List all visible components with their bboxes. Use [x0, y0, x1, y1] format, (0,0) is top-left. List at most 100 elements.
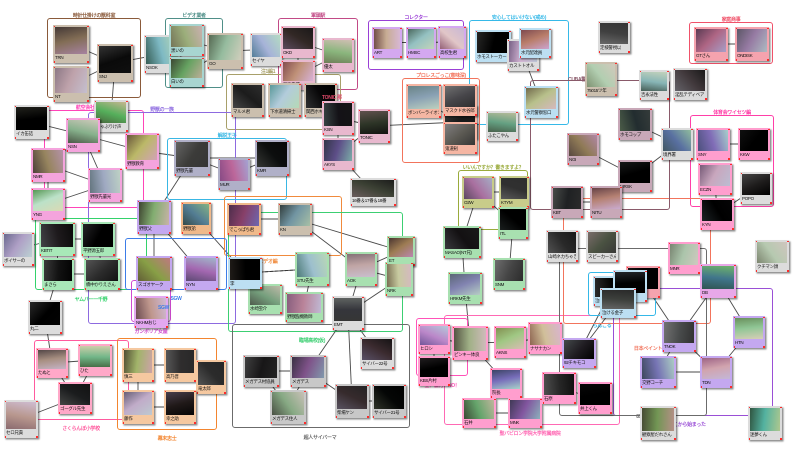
selection-handle-br[interactable] [690, 157, 693, 160]
selection-handle-bl[interactable] [322, 132, 325, 135]
selection-handle-tr[interactable] [259, 257, 262, 260]
selection-handle-bl[interactable] [78, 373, 81, 376]
selection-handle-br[interactable] [729, 385, 732, 388]
selection-handle-br[interactable] [247, 187, 250, 190]
selection-handle-tl[interactable] [519, 28, 522, 31]
selection-handle-tl[interactable] [322, 138, 325, 141]
person-node-n_hita[interactable]: ひた [78, 344, 112, 376]
selection-handle-bl[interactable] [567, 162, 570, 165]
selection-handle-tr[interactable] [479, 272, 482, 275]
selection-handle-bl[interactable] [227, 232, 230, 235]
selection-handle-br[interactable] [609, 411, 612, 414]
person-node-n_mnk[interactable]: MNK [508, 398, 542, 428]
selection-handle-tr[interactable] [326, 252, 329, 255]
selection-handle-tl[interactable] [278, 203, 281, 206]
person-node-n_pinky[interactable]: ピンキー体良 [452, 326, 488, 360]
selection-handle-tr[interactable] [649, 160, 652, 163]
selection-handle-tr[interactable] [522, 258, 525, 261]
selection-handle-bl[interactable] [639, 97, 642, 100]
selection-handle-tl[interactable] [66, 118, 69, 121]
selection-handle-bl[interactable] [304, 114, 307, 117]
selection-handle-br[interactable] [399, 55, 402, 58]
selection-handle-bl[interactable] [372, 55, 375, 58]
selection-handle-tl[interactable] [590, 186, 593, 189]
selection-handle-br[interactable] [649, 189, 652, 192]
selection-handle-tl[interactable] [181, 202, 184, 205]
selection-handle-tl[interactable] [735, 27, 738, 30]
selection-handle-bl[interactable] [486, 138, 489, 141]
selection-handle-tr[interactable] [769, 172, 772, 175]
selection-handle-br[interactable] [193, 421, 196, 424]
person-node-n_koukousei[interactable]: 高校生君 [438, 26, 466, 58]
selection-handle-bl[interactable] [169, 84, 172, 87]
selection-handle-br[interactable] [593, 365, 596, 368]
selection-handle-tr[interactable] [673, 356, 676, 359]
selection-handle-tr[interactable] [208, 202, 211, 205]
selection-handle-tr[interactable] [89, 382, 92, 385]
selection-handle-bl[interactable] [122, 421, 125, 424]
selection-handle-tl[interactable] [696, 128, 699, 131]
selection-handle-br[interactable] [575, 259, 578, 262]
person-node-n_kbt[interactable]: KBT [551, 186, 583, 218]
selection-handle-tl[interactable] [322, 101, 325, 104]
person-node-n_yoshida[interactable]: 吉永法性 [639, 70, 669, 100]
person-node-n_marume[interactable]: マルメ君 [231, 83, 264, 117]
selection-handle-tl[interactable] [134, 296, 137, 299]
selection-handle-br[interactable] [323, 384, 326, 387]
person-node-n_nyn[interactable]: NYN [184, 256, 218, 290]
person-node-n_nakeru[interactable]: 泣ける金子 [600, 288, 636, 318]
selection-handle-tl[interactable] [228, 257, 231, 260]
selection-handle-bl[interactable] [250, 63, 253, 66]
selection-handle-bl[interactable] [673, 97, 676, 100]
person-node-n_kyn[interactable]: KYN [700, 198, 734, 230]
selection-handle-br[interactable] [125, 129, 128, 132]
selection-handle-tl[interactable] [448, 272, 451, 275]
selection-handle-tl[interactable] [733, 316, 736, 319]
person-node-n_teiban[interactable]: 定検警視以 [598, 21, 630, 53]
selection-handle-tr[interactable] [615, 230, 618, 233]
selection-handle-tr[interactable] [201, 24, 204, 27]
selection-handle-br[interactable] [366, 415, 369, 418]
person-node-n_popo[interactable]: POPO [740, 172, 772, 204]
person-node-n_mizuki_keibi[interactable]: 水元警察窓口 [524, 86, 558, 118]
selection-handle-tr[interactable] [193, 390, 196, 393]
selection-handle-bl[interactable] [181, 231, 184, 234]
selection-handle-tr[interactable] [410, 262, 413, 265]
selection-handle-bl[interactable] [406, 115, 409, 118]
selection-handle-tr[interactable] [485, 326, 488, 329]
selection-handle-br[interactable] [615, 259, 618, 262]
person-node-n_go[interactable]: GO [207, 33, 243, 69]
selection-handle-br[interactable] [673, 437, 676, 440]
person-node-n_dekoppachi[interactable]: でこっぱち君 [227, 203, 261, 235]
selection-handle-tr[interactable] [548, 28, 551, 31]
selection-handle-bl[interactable] [490, 395, 493, 398]
selection-handle-tl[interactable] [28, 300, 31, 303]
selection-handle-tr[interactable] [165, 296, 168, 299]
selection-handle-bl[interactable] [243, 384, 246, 387]
selection-handle-tr[interactable] [766, 27, 769, 30]
selection-handle-tr[interactable] [351, 38, 354, 41]
selection-handle-bl[interactable] [136, 287, 139, 290]
selection-handle-tl[interactable] [84, 258, 87, 261]
selection-handle-bl[interactable] [84, 287, 87, 290]
selection-handle-tl[interactable] [700, 198, 703, 201]
person-node-n_yng[interactable]: YNG [31, 188, 65, 220]
person-node-n_tanuki[interactable]: たぬと [36, 348, 68, 378]
selection-handle-br[interactable] [573, 401, 576, 404]
person-node-n_yajuu_senpai2[interactable]: 野獣先輩光 [88, 168, 122, 202]
selection-handle-tl[interactable] [372, 384, 375, 387]
selection-handle-br[interactable] [374, 283, 377, 286]
person-node-n_gt[interactable]: GTさん [694, 27, 728, 61]
selection-handle-br[interactable] [320, 319, 323, 322]
selection-handle-tl[interactable] [174, 140, 177, 143]
selection-handle-tl[interactable] [618, 108, 621, 111]
selection-handle-bl[interactable] [125, 166, 128, 169]
selection-handle-tr[interactable] [201, 57, 204, 60]
selection-handle-tr[interactable] [169, 256, 172, 259]
selection-handle-br[interactable] [767, 157, 770, 160]
selection-handle-tl[interactable] [542, 372, 545, 375]
selection-handle-br[interactable] [169, 287, 172, 290]
selection-handle-tl[interactable] [626, 266, 629, 269]
person-node-n_speaker[interactable]: スピーカーさん [586, 230, 618, 262]
selection-handle-tr[interactable] [447, 324, 450, 327]
